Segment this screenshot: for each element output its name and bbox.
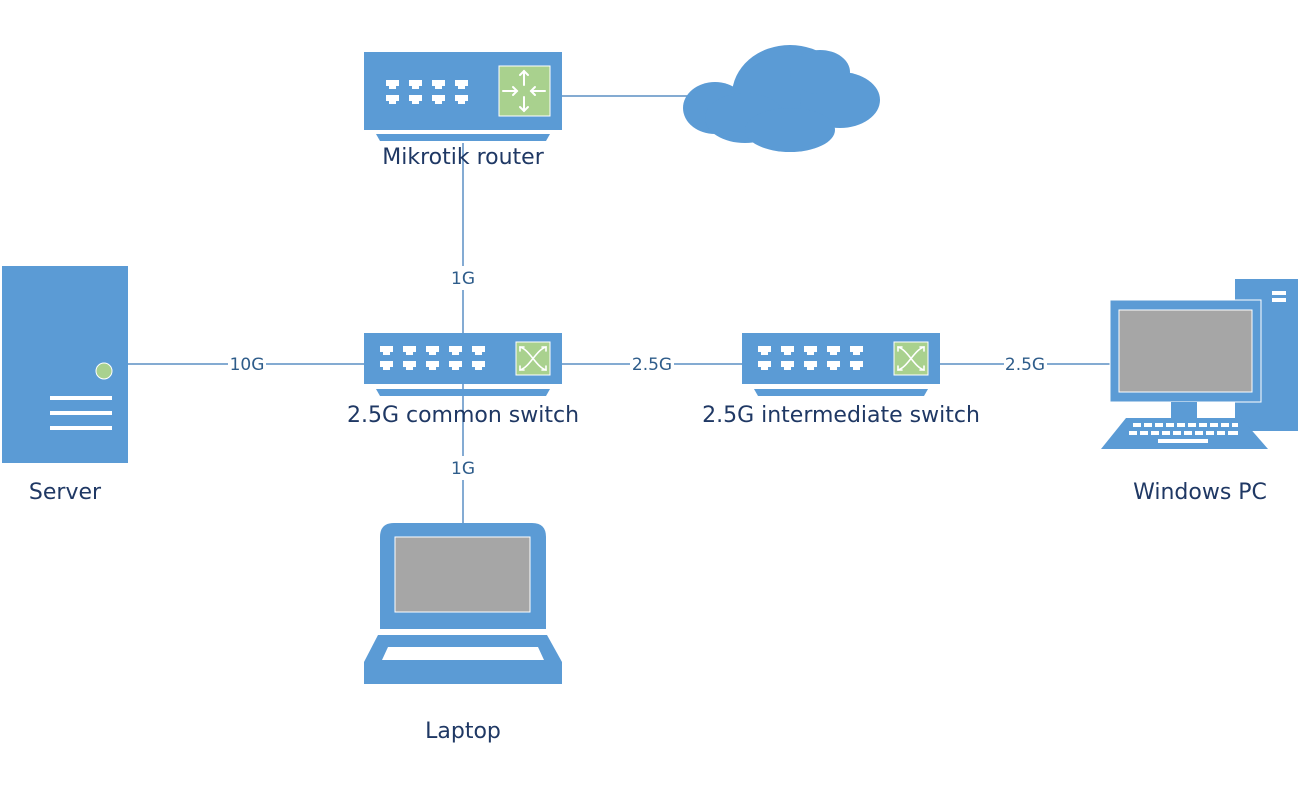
common-switch-label: 2.5G common switch bbox=[347, 403, 579, 428]
laptop-label: Laptop bbox=[425, 719, 501, 744]
switch-icon bbox=[742, 333, 940, 396]
link-speed-label: 10G bbox=[230, 355, 265, 375]
router-node[interactable]: Mikrotik router bbox=[364, 52, 562, 170]
server-node[interactable]: Server bbox=[2, 266, 128, 505]
switch-icon bbox=[364, 333, 562, 396]
router-icon bbox=[364, 52, 562, 141]
desktop-pc-icon bbox=[1101, 279, 1298, 449]
link-speed-label: 2.5G bbox=[1005, 355, 1045, 375]
windows-pc-node[interactable]: Windows PC bbox=[1101, 279, 1298, 505]
laptop-icon bbox=[364, 523, 562, 684]
link-speed-label: 1G bbox=[451, 269, 475, 289]
intermediate-switch-node[interactable]: 2.5G intermediate switch bbox=[702, 333, 980, 428]
cloud-icon bbox=[683, 45, 880, 152]
server-label: Server bbox=[29, 480, 102, 505]
link-speed-label: 1G bbox=[451, 459, 475, 479]
internet-node[interactable] bbox=[683, 45, 880, 152]
router-label: Mikrotik router bbox=[382, 145, 544, 170]
common-switch-node[interactable]: 2.5G common switch bbox=[347, 333, 579, 428]
link-speed-label: 2.5G bbox=[632, 355, 672, 375]
server-icon bbox=[2, 266, 128, 463]
windows-pc-label: Windows PC bbox=[1133, 480, 1267, 505]
laptop-node[interactable]: Laptop bbox=[364, 523, 562, 744]
intermediate-switch-label: 2.5G intermediate switch bbox=[702, 403, 980, 428]
